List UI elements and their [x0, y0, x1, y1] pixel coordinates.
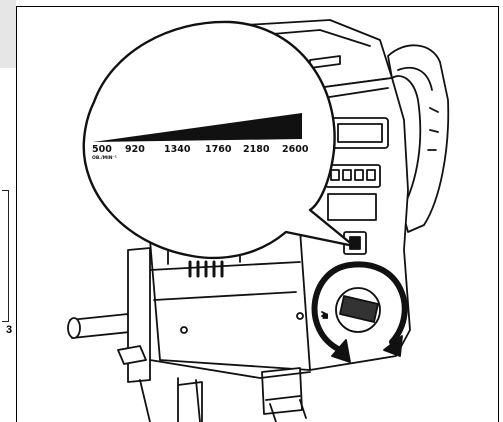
- speed-wedge: [93, 113, 302, 142]
- speed-scale: 500 920 1340 1760 2180 2600 OB./MIN⁻¹: [92, 144, 309, 161]
- svg-text:■: ■: [322, 312, 329, 320]
- handle-outline: [387, 44, 450, 233]
- page-number: 3: [6, 324, 13, 336]
- previous-figure-edge: [2, 190, 9, 322]
- scale-label-1760: 1760: [205, 144, 232, 155]
- scale-label-500: 500: [92, 144, 112, 155]
- scale-label-1340: 1340: [164, 144, 191, 155]
- figure-frame: [16, 6, 499, 422]
- scale-label-920: 920: [125, 144, 145, 155]
- gray-tab: [0, 0, 16, 68]
- previous-page-strip: 3: [0, 0, 16, 422]
- scale-label-2180: 2180: [243, 144, 270, 155]
- scale-label-2600: 2600: [282, 144, 309, 155]
- rotation-arrow: [311, 261, 408, 353]
- scale-unit-label: OB./MIN⁻¹: [92, 155, 117, 161]
